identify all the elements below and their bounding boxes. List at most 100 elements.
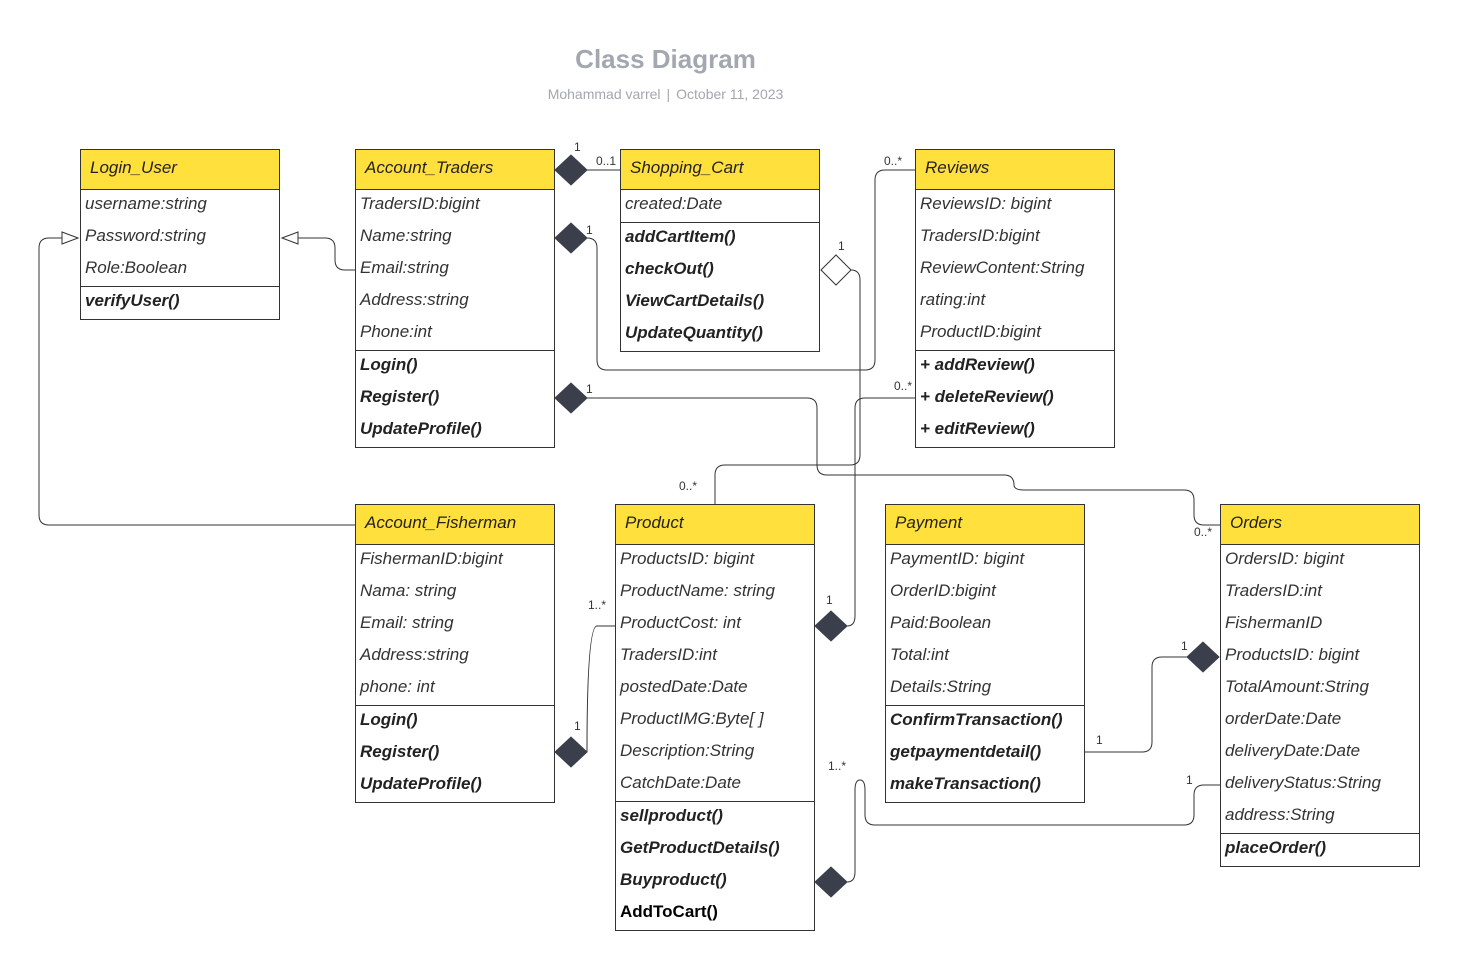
class-attribute: Details:String: [890, 677, 992, 696]
class-method: ConfirmTransaction(): [886, 705, 1084, 738]
aggregation-diamond-cart-product: [820, 254, 852, 286]
class-attribute: ProductsID: bigint: [1225, 645, 1360, 664]
class-attribute: rating:int: [920, 290, 986, 309]
class-name: Payment: [886, 505, 1084, 545]
class-attribute: ProductCost: int: [620, 613, 741, 632]
class-method: GetProductDetails(): [620, 838, 780, 857]
multiplicity-label: 1: [826, 593, 833, 607]
class-method: Register(): [360, 742, 440, 761]
class-method: Buyproduct(): [620, 870, 727, 889]
connector-product-reviews: [846, 397, 915, 627]
class-method: getpaymentdetail(): [890, 742, 1042, 761]
multiplicity-label: 0..*: [894, 379, 913, 393]
author-name: Mohammad varrel: [547, 86, 661, 102]
diagram-date: October 11, 2023: [676, 86, 784, 102]
multiplicity-label: 1: [574, 140, 581, 154]
multiplicity-label: 0..1: [596, 154, 617, 168]
class-name: Login_User: [81, 150, 279, 190]
class-reviews[interactable]: Reviews ReviewsID: bigint TradersID:bigi…: [915, 149, 1115, 448]
connector-product-orders: [846, 779, 1220, 883]
class-attribute: TradersID:int: [620, 645, 717, 664]
class-method: Login(): [356, 705, 554, 738]
class-attribute: Paid:Boolean: [890, 613, 992, 632]
composition-diamond-orders-payment: [1186, 641, 1220, 673]
class-name: Shopping_Cart: [621, 150, 819, 190]
multiplicity-label: 1: [1186, 773, 1193, 787]
class-attribute: Nama: string: [360, 581, 457, 600]
class-attribute: username:string: [85, 194, 207, 213]
class-method: UpdateProfile(): [360, 774, 482, 793]
class-attribute: Role:Boolean: [85, 258, 188, 277]
class-method: UpdateQuantity(): [625, 323, 763, 342]
class-method: sellproduct(): [616, 801, 814, 834]
composition-diamond-product-reviews: [814, 610, 848, 642]
multiplicity-label: 1: [838, 239, 845, 253]
class-account-traders[interactable]: Account_Traders TradersID:bigint Name:st…: [355, 149, 555, 448]
class-attribute: ProductIMG:Byte[ ]: [620, 709, 764, 728]
multiplicity-label: 1: [574, 719, 581, 733]
class-attribute: postedDate:Date: [620, 677, 748, 696]
class-shopping-cart[interactable]: Shopping_Cart created:Date addCartItem()…: [620, 149, 820, 352]
multiplicity-label: 1..*: [588, 598, 607, 612]
connector-cart-product: [714, 269, 861, 505]
subtitle-separator: |: [666, 86, 671, 102]
connector-traders-login: [298, 237, 355, 271]
connector-fisherman-login: [38, 237, 355, 526]
composition-diamond-fisherman-product: [554, 736, 588, 768]
class-attribute: ProductID:bigint: [920, 322, 1041, 341]
class-attribute: TradersID:int: [1225, 581, 1322, 600]
class-method: UpdateProfile(): [360, 419, 482, 438]
class-attribute: OrdersID: bigint: [1225, 549, 1345, 568]
class-attribute: created:Date: [625, 194, 723, 213]
class-name: Orders: [1221, 505, 1419, 545]
class-attribute: deliveryStatus:String: [1225, 773, 1381, 792]
multiplicity-label: 1..*: [828, 759, 847, 773]
class-attribute: ReviewContent:String: [920, 258, 1085, 277]
class-method: AddToCart(): [620, 902, 718, 921]
class-attribute: TotalAmount:String: [1225, 677, 1369, 696]
class-product[interactable]: Product ProductsID: bigint ProductName: …: [615, 504, 815, 931]
multiplicity-label: 0..*: [679, 479, 698, 493]
class-method: + deleteReview(): [920, 387, 1054, 406]
class-attribute: Address:string: [360, 645, 469, 664]
multiplicity-label: 1: [1181, 639, 1188, 653]
class-orders[interactable]: Orders OrdersID: bigint TradersID:int Fi…: [1220, 504, 1420, 867]
class-attribute: TradersID:bigint: [360, 194, 480, 213]
class-attribute: Total:int: [890, 645, 949, 664]
class-account-fisherman[interactable]: Account_Fisherman FishermanID:bigint Nam…: [355, 504, 555, 803]
composition-diamond-traders-cart: [554, 154, 588, 186]
connector-orders-payment: [1085, 656, 1187, 753]
generalization-arrow-traders: [280, 231, 299, 245]
class-attribute: FishermanID:bigint: [360, 549, 503, 568]
class-name: Product: [616, 505, 814, 545]
multiplicity-label: 0..*: [1194, 525, 1213, 539]
class-attribute: Description:String: [620, 741, 755, 760]
class-attribute: OrderID:bigint: [890, 581, 996, 600]
class-attribute: Name:string: [360, 226, 452, 245]
class-method: makeTransaction(): [890, 774, 1041, 793]
class-attribute: address:String: [1225, 805, 1335, 824]
composition-diamond-product-orders: [814, 866, 848, 898]
multiplicity-label: 1: [586, 223, 593, 237]
diagram-title: Class Diagram: [575, 44, 756, 74]
diagram-subtitle: Mohammad varrel | October 11, 2023: [0, 86, 1331, 102]
class-attribute: Phone:int: [360, 322, 432, 341]
class-attribute: Email: string: [360, 613, 454, 632]
class-method: addCartItem(): [621, 222, 819, 255]
class-attribute: phone: int: [360, 677, 435, 696]
class-attribute: ProductsID: bigint: [620, 549, 755, 568]
multiplicity-label: 0..*: [884, 154, 903, 168]
connector-traders-reviews: [586, 169, 915, 371]
class-attribute: ReviewsID: bigint: [920, 194, 1052, 213]
connector-traders-orders: [587, 397, 1220, 526]
class-login-user[interactable]: Login_User username:string Password:stri…: [80, 149, 280, 320]
class-method: Login(): [356, 350, 554, 383]
class-attribute: Password:string: [85, 226, 206, 245]
multiplicity-label: 1: [586, 382, 593, 396]
class-attribute: orderDate:Date: [1225, 709, 1342, 728]
class-payment[interactable]: Payment PaymentID: bigint OrderID:bigint…: [885, 504, 1085, 803]
composition-diamond-traders-reviews: [554, 222, 588, 254]
class-attribute: CatchDate:Date: [620, 773, 741, 792]
class-name: Account_Traders: [356, 150, 554, 190]
